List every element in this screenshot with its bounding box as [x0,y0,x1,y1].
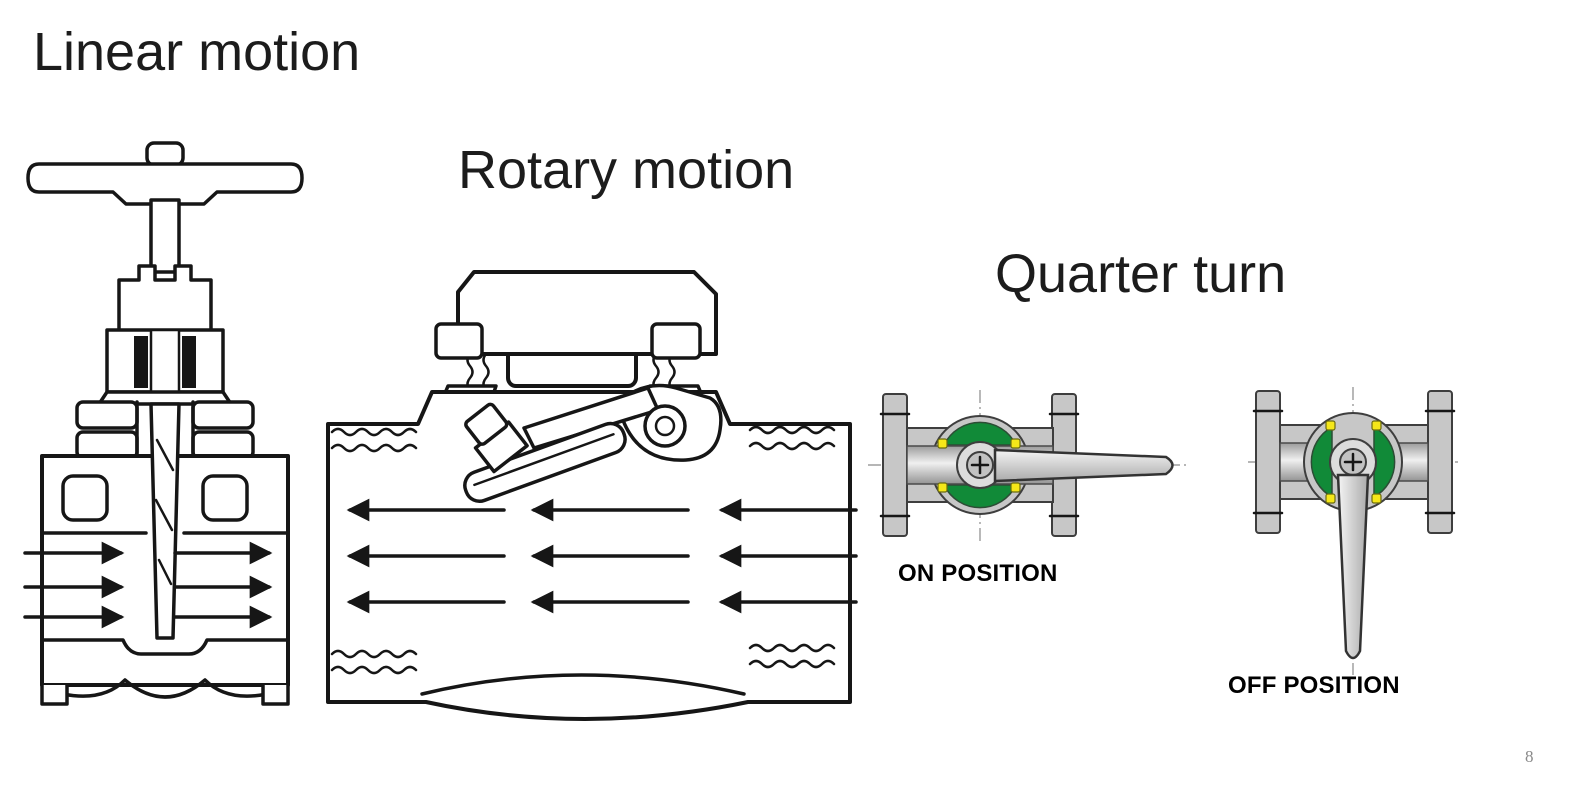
body-bottom-profile [61,678,269,699]
handle-closed [1336,473,1370,660]
ball-valve-on-diagram [868,390,1188,545]
body-flange-slot-right [201,474,249,522]
seal-dot [1371,493,1382,504]
body-flange-slot-left [61,474,109,522]
title-rotary-motion: Rotary motion [458,140,795,200]
ball-valve-off-diagram [1248,387,1458,675]
valve-stem [149,198,181,274]
base-feet [40,683,290,706]
stem-cross [1343,452,1363,472]
gate-valve-diagram [23,141,304,706]
flange-bolt-lines [1252,409,1456,515]
wedge-shading [154,438,175,586]
flange-right [1427,390,1453,534]
packing-left [134,336,148,388]
seat-green-right [1373,425,1396,499]
seal-dot [1010,482,1021,493]
seal-dot [1010,438,1021,449]
handwheel [26,162,304,206]
flange-bolt-lines [879,412,1080,518]
seal-dots [937,438,1021,493]
yoke-collar [117,264,213,334]
gate-wedge [149,402,181,640]
label-on-position: ON POSITION [898,560,1058,587]
bonnet-flange-right-upper [191,400,255,430]
seal-dot [937,482,948,493]
disc-assembly [463,402,627,504]
bonnet-threads-right [652,352,676,392]
label-off-position: OFF POSITION [1228,672,1400,699]
flow-arrows-left [346,498,858,614]
disc-face-line [473,433,615,487]
port-threads [330,425,836,675]
seal-dot [937,438,948,449]
packing-right [182,336,196,388]
seal-dot [1371,420,1382,431]
stem-through-gland [149,328,181,394]
page-number: 8 [1525,747,1534,766]
seat-green-left [1310,425,1333,499]
hinge-pin-inner [654,415,676,437]
bonnet-flange-left-upper [75,400,139,430]
interior-bowl [420,673,746,696]
stem-cross [970,455,990,475]
seal-dot [1325,493,1336,504]
title-linear-motion: Linear motion [33,22,361,82]
bonnet-threads-left [466,352,490,392]
cap-shoulder-right [650,322,702,360]
seal-dots [1325,420,1382,504]
disc-nut-upper [464,402,509,446]
disc [463,421,627,504]
flange-left [882,393,908,537]
stem-nut [145,141,185,167]
seal-dot [1325,420,1336,431]
handle-open [993,448,1174,483]
flange-left [1255,390,1281,534]
title-quarter-turn: Quarter turn [995,244,1287,304]
flow-arrows-right [23,541,273,629]
check-valve-diagram [326,270,858,721]
cap-shoulder-left [434,322,484,360]
channel-bottom-seat [40,638,290,656]
